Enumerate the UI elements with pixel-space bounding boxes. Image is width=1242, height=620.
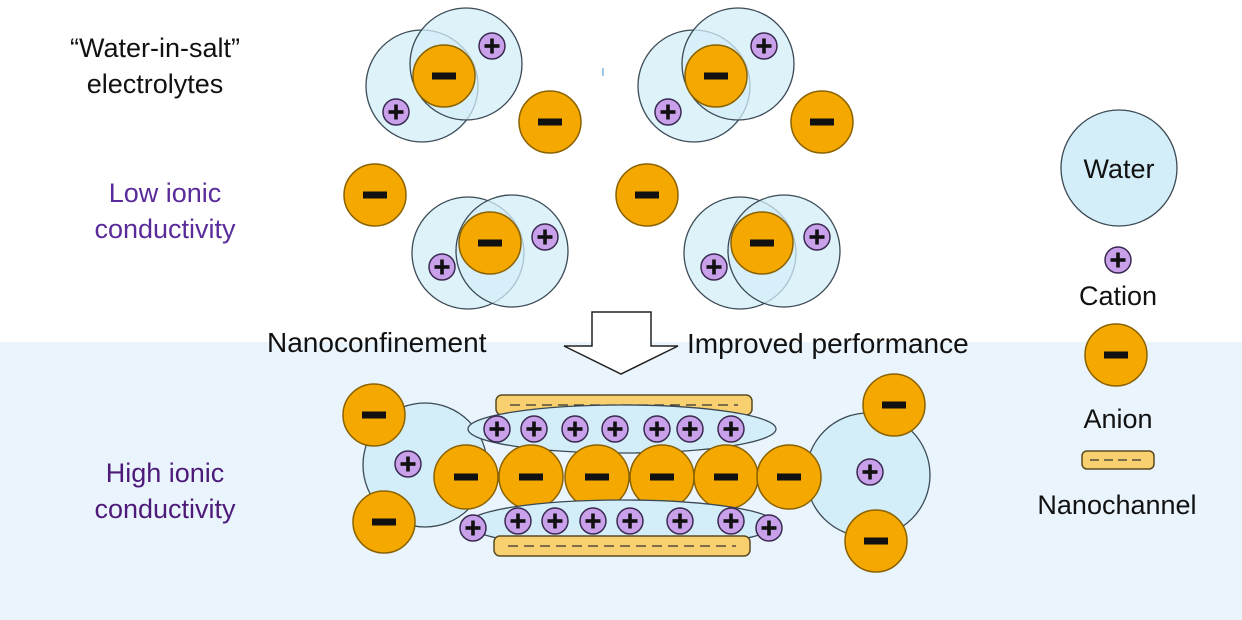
legend-water-label: Water [1083, 154, 1155, 184]
improved-performance-label: Improved performance [687, 328, 969, 359]
high-conductivity-label: High ionic conductivity [50, 455, 280, 527]
water-in-salt-label: “Water-in-salt” electrolytes [40, 30, 270, 102]
hydrated-cluster [684, 195, 840, 309]
cation-icon [1104, 246, 1132, 274]
low-conductivity-label: Low ionic conductivity [50, 175, 280, 247]
legend-cation-label: Cation [1078, 281, 1158, 311]
stray-mark [602, 68, 604, 76]
high-conductivity-line-2: conductivity [94, 494, 236, 524]
legend-anion-label: Anion [1083, 404, 1153, 434]
nanochannel-icon [1081, 450, 1155, 470]
legend-nanochannel-label: Nanochannel [1037, 490, 1197, 520]
upper-cation-layer [467, 404, 777, 454]
lower-nanochannel [493, 535, 751, 557]
free-anion [615, 163, 679, 227]
hydrated-cluster [412, 195, 568, 309]
anion-icon [1084, 323, 1148, 387]
water-molecule-icon [1060, 109, 1178, 227]
free-anion [343, 163, 407, 227]
top-background [0, 0, 1242, 342]
water-in-salt-line-1: “Water-in-salt” [69, 33, 240, 63]
nanoconfinement-label: Nanoconfinement [267, 327, 487, 358]
free-anion [518, 90, 582, 154]
free-anion [790, 90, 854, 154]
down-arrow-icon [563, 311, 679, 375]
low-conductivity-line-1: Low ionic [108, 178, 222, 208]
water-in-salt-line-2: electrolytes [86, 69, 224, 99]
low-conductivity-line-2: conductivity [94, 214, 236, 244]
high-conductivity-line-1: High ionic [105, 458, 225, 488]
